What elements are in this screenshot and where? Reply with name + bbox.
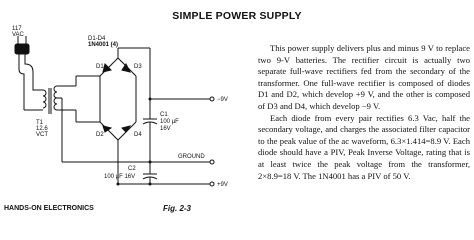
neg-terminal-icon — [209, 96, 215, 102]
c1-name: C1 — [160, 112, 168, 118]
source-credit: HANDS-ON ELECTRONICS — [4, 205, 94, 212]
figure-number: Fig. 2-3 — [163, 204, 192, 213]
d1-label: D1 — [96, 64, 104, 70]
mains-label-1: 117 — [12, 26, 22, 32]
c1-voltage: 16V — [160, 126, 171, 132]
c2-value: 100 µF 16V — [104, 174, 135, 180]
transformer-icon — [42, 85, 58, 114]
power-supply-schematic: 117 VAC D1-D4 1N4001 (4) T1 12.6 VCT D1 … — [12, 26, 228, 188]
pos-terminal-icon — [209, 181, 215, 187]
article-body: This power supply delivers plus and minu… — [258, 43, 470, 182]
d2-label: D2 — [96, 132, 104, 138]
diodes-label-1: D1-D4 — [88, 36, 106, 42]
capacitor-c1-icon — [142, 99, 158, 162]
d3-label: D3 — [134, 64, 142, 70]
ground-terminal-icon — [209, 159, 215, 165]
page-title: SIMPLE POWER SUPPLY — [172, 10, 302, 22]
c1-value: 100 µF — [160, 119, 179, 125]
transformer-label-2: 12.6 — [36, 126, 48, 132]
bridge-rectifier-icon — [99, 57, 137, 141]
mains-label-2: VAC — [12, 32, 25, 38]
paragraph-2: Each diode from every pair rectifies 6.3… — [258, 112, 470, 181]
transformer-label-3: VCT — [36, 132, 48, 138]
ac-plug-icon — [14, 36, 43, 110]
pos-output-label: +9V — [217, 182, 228, 188]
diodes-label-2: 1N4001 (4) — [88, 42, 118, 48]
d4-label: D4 — [134, 132, 142, 138]
capacitor-c2-icon — [142, 162, 158, 184]
paragraph-1: This power supply delivers plus and minu… — [258, 43, 470, 111]
ground-label: GROUND — [178, 154, 205, 160]
c2-name: C2 — [128, 166, 136, 172]
neg-output-label: −9V — [217, 97, 228, 103]
transformer-label-1: T1 — [36, 120, 44, 126]
